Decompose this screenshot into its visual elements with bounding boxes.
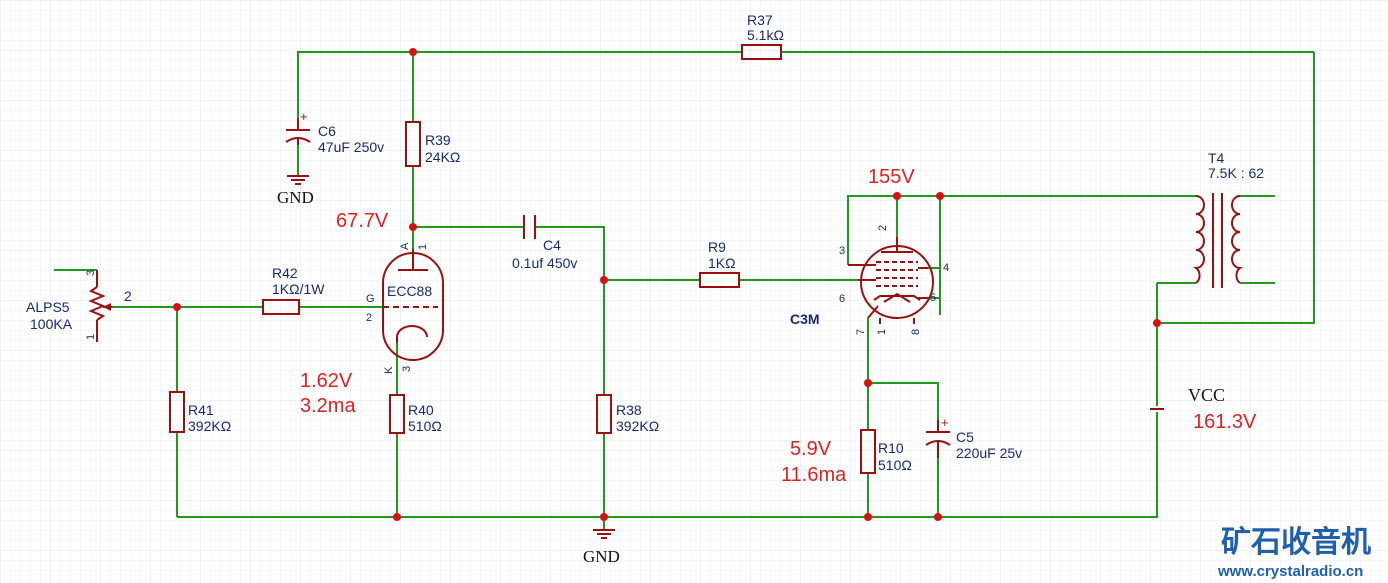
- c3m-pin-8: 8: [910, 329, 922, 335]
- junction: [864, 513, 872, 521]
- r37-resistor[interactable]: [741, 44, 782, 60]
- c3m-cathode-current: 11.6ma: [781, 464, 847, 486]
- c4-capacitor[interactable]: [523, 215, 536, 239]
- gnd-label: GND: [583, 547, 620, 566]
- c6-ref: C6: [318, 123, 336, 139]
- r39-value: 24KΩ: [425, 149, 460, 165]
- c3m-pin-5: 5: [930, 292, 936, 304]
- svg-text:+: +: [941, 415, 949, 430]
- r40-ref: R40: [408, 402, 434, 418]
- junction-dots: [173, 48, 1161, 521]
- ecc88-cathode-current: 3.2ma: [300, 395, 356, 417]
- junction: [1153, 319, 1161, 327]
- ecc88-tube[interactable]: [382, 249, 444, 361]
- pot-pin-2: 2: [124, 288, 132, 304]
- r9-value: 1KΩ: [708, 255, 736, 271]
- r42-value: 1KΩ/1W: [272, 281, 325, 297]
- wires: [54, 51, 1315, 530]
- r40-resistor[interactable]: [389, 394, 405, 434]
- c3m-plate-voltage: 155V: [868, 166, 915, 188]
- r37-value: 5.1kΩ: [747, 27, 784, 43]
- c4-ref: C4: [543, 237, 561, 253]
- ecc88-pin-3: 3: [401, 366, 413, 372]
- r9-resistor[interactable]: [699, 272, 740, 288]
- c3m-pin-2: 2: [877, 225, 889, 231]
- junction: [600, 513, 608, 521]
- t4-ref: T4: [1208, 150, 1225, 166]
- svg-text:+: +: [300, 109, 308, 124]
- vcc-label: VCC: [1188, 385, 1225, 405]
- ecc88-cathode-voltage: 1.62V: [300, 370, 353, 392]
- ecc88-pin-1: 1: [417, 244, 429, 250]
- gnd-label: GND: [277, 188, 314, 207]
- ecc88-plate-voltage: 67.7V: [336, 210, 389, 232]
- c3m-pin-3: 3: [839, 245, 845, 257]
- r41-value: 392KΩ: [188, 418, 231, 434]
- r42-resistor[interactable]: [262, 299, 300, 315]
- r40-value: 510Ω: [408, 418, 442, 434]
- c3m-pin-1: 1: [876, 329, 888, 335]
- pot-pin-1: 1: [85, 334, 97, 340]
- vcc-voltage: 161.3V: [1193, 411, 1257, 433]
- c3m-cathode-voltage: 5.9V: [790, 438, 832, 460]
- alps5-potentiometer[interactable]: [88, 270, 112, 342]
- c4-value: 0.1uf 450v: [512, 255, 577, 271]
- ecc88-pin-2: 2: [366, 312, 372, 324]
- t4-value: 7.5K : 62: [1208, 165, 1264, 181]
- r41-ref: R41: [188, 402, 214, 418]
- r10-resistor[interactable]: [860, 429, 876, 474]
- r42-ref: R42: [272, 265, 298, 281]
- junction: [409, 48, 417, 56]
- c3m-pin-4: 4: [943, 262, 949, 274]
- r9-ref: R9: [708, 239, 726, 255]
- c5-value: 220uF 25v: [956, 445, 1022, 461]
- r10-ref: R10: [878, 440, 904, 456]
- r10-value: 510Ω: [878, 457, 912, 473]
- c3m-pin-6: 6: [839, 293, 845, 305]
- alps5-ref: ALPS5: [26, 299, 70, 315]
- pot-pin-3: 3: [85, 270, 97, 276]
- t4-transformer[interactable]: [1193, 193, 1243, 288]
- watermark-title: 矿石收音机: [1221, 525, 1371, 559]
- ecc88-ref: ECC88: [387, 283, 432, 299]
- alps5-value: 100KA: [30, 316, 73, 332]
- watermark-url: www.crystalradio.cn: [1217, 563, 1363, 580]
- r38-value: 392KΩ: [616, 418, 659, 434]
- junction: [409, 223, 417, 231]
- junction: [893, 192, 901, 200]
- r38-ref: R38: [616, 402, 642, 418]
- junction: [936, 192, 944, 200]
- c3m-pin-7: 7: [855, 329, 867, 335]
- r39-ref: R39: [425, 132, 451, 148]
- c3m-tube[interactable]: [848, 237, 934, 324]
- c5-ref: C5: [956, 429, 974, 445]
- ground-symbol: [287, 175, 309, 185]
- c5-capacitor[interactable]: +: [925, 415, 951, 458]
- junction: [600, 276, 608, 284]
- c3m-ref: C3M: [790, 311, 820, 327]
- junction: [393, 513, 401, 521]
- junction: [173, 303, 181, 311]
- ecc88-pin-a: A: [399, 242, 411, 250]
- ground-symbol: [593, 529, 615, 539]
- ecc88-pin-k: K: [383, 366, 395, 374]
- r41-resistor[interactable]: [169, 391, 185, 433]
- c6-value: 47uF 250v: [318, 139, 384, 155]
- r39-resistor[interactable]: [405, 121, 421, 167]
- junction: [864, 379, 872, 387]
- c6-capacitor[interactable]: +: [285, 109, 311, 145]
- r37-ref: R37: [747, 12, 773, 28]
- r38-resistor[interactable]: [596, 394, 612, 434]
- ecc88-pin-g: G: [366, 293, 375, 305]
- junction: [934, 513, 942, 521]
